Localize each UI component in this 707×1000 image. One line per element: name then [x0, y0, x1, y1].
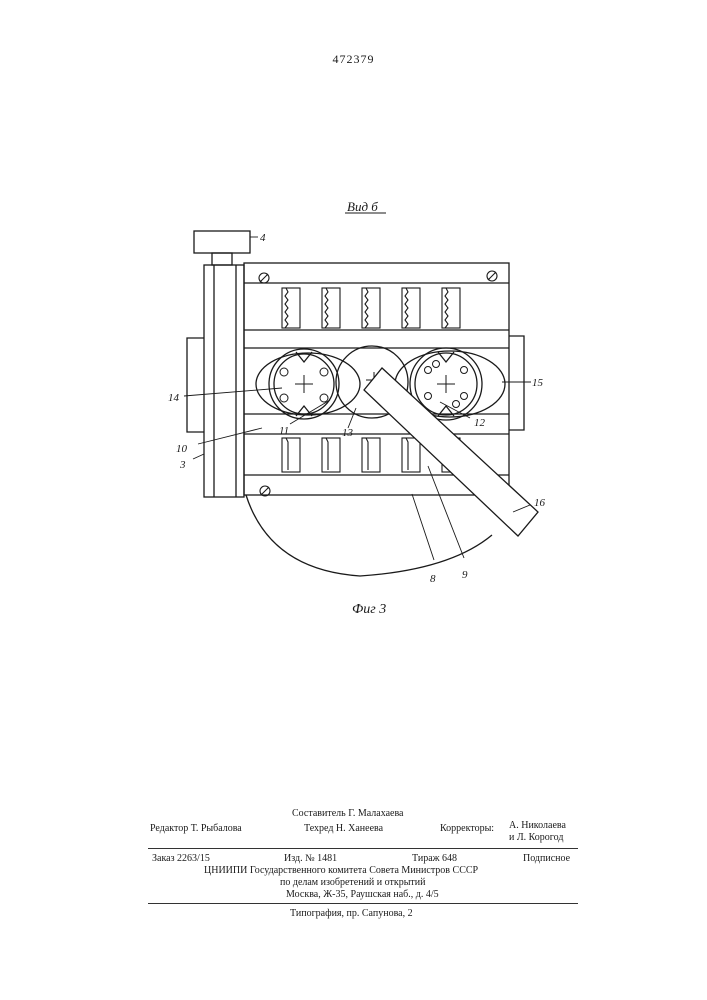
org-line-1: ЦНИИПИ Государственного комитета Совета …	[204, 865, 478, 876]
slat	[282, 438, 300, 472]
callout-9: 9	[462, 569, 468, 581]
callout-12: 12	[474, 417, 486, 429]
callout-3: 3	[179, 459, 186, 471]
corrector-1: А. Николаева	[509, 820, 566, 831]
techred-line: Техред Н. Ханеева	[304, 823, 383, 834]
correctors-label: Корректоры:	[440, 823, 494, 834]
slat	[362, 288, 380, 328]
divider-bottom	[148, 903, 578, 904]
callout-15: 15	[532, 377, 544, 389]
slat	[362, 438, 380, 472]
edition-number: Изд. № 1481	[284, 853, 337, 864]
knob-part-4	[194, 231, 250, 253]
corrector-2: и Л. Корогод	[509, 832, 563, 843]
slat-edge	[445, 288, 448, 328]
editor-line: Редактор Т. Рыбалова	[150, 823, 242, 834]
slat-edge	[405, 288, 408, 328]
slat	[322, 438, 340, 472]
callout-10: 10	[176, 443, 188, 455]
slat-edge	[326, 438, 328, 470]
printer-line: Типография, пр. Сапунова, 2	[290, 908, 413, 919]
circulation: Тираж 648	[412, 853, 457, 864]
org-line-2: по делам изобретений и открытий	[280, 877, 426, 888]
callout-13: 13	[342, 427, 354, 439]
callout-16: 16	[534, 497, 546, 509]
figure-caption: Фиг 3	[352, 602, 386, 618]
slat	[402, 288, 420, 328]
slat	[322, 288, 340, 328]
slat	[282, 288, 300, 328]
technical-drawing: 4 14 15 10 3 11 13 12 16 8 9	[0, 0, 707, 640]
slat	[442, 288, 460, 328]
subscription: Подписное	[523, 853, 570, 864]
left-column	[204, 265, 244, 497]
slat-edge	[325, 288, 328, 328]
divider-top	[148, 848, 578, 849]
slat-edge	[285, 288, 288, 328]
slat-edge	[286, 438, 288, 470]
callout-14: 14	[168, 392, 180, 404]
address: Москва, Ж-35, Раушская наб., д. 4/5	[286, 889, 439, 900]
lever-16	[364, 368, 538, 536]
slat-edge	[406, 438, 408, 470]
callout-4: 4	[260, 232, 266, 244]
compiler-line: Составитель Г. Малахаева	[292, 808, 404, 819]
callout-11: 11	[279, 425, 289, 437]
slat-edge	[366, 438, 368, 470]
slat-edge	[365, 288, 368, 328]
slat	[402, 438, 420, 472]
order-number: Заказ 2263/15	[152, 853, 210, 864]
callout-8: 8	[430, 573, 436, 585]
